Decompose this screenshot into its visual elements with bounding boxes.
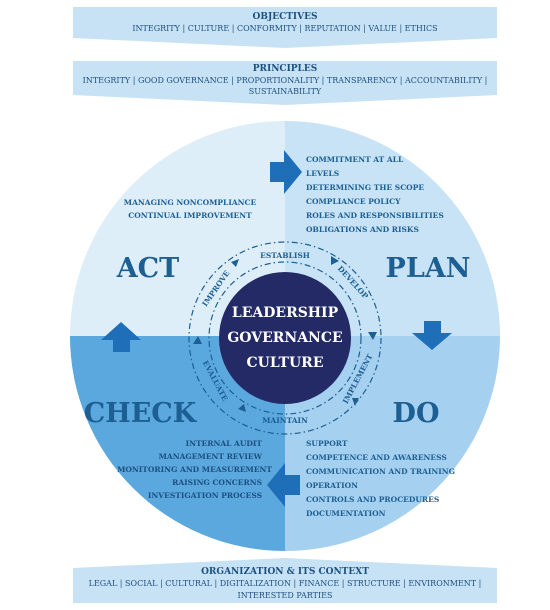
context-line2: INTERESTED PARTIES bbox=[238, 591, 333, 600]
core-line-leadership: LEADERSHIP bbox=[232, 305, 339, 321]
ring-arrow-icon bbox=[231, 259, 239, 267]
do-quadrant bbox=[285, 336, 500, 551]
act-items: MANAGING NONCOMPLIANCE CONTINUAL IMPROVE… bbox=[124, 198, 257, 220]
objectives-banner-shape bbox=[73, 7, 497, 48]
do-item: SUPPORT bbox=[306, 439, 348, 448]
pdca-circle bbox=[70, 121, 500, 551]
ring-arrow-icon bbox=[193, 336, 202, 344]
objectives-items: INTEGRITY | CULTURE | CONFORMITY | REPUT… bbox=[132, 24, 437, 33]
plan-item: DETERMINING THE SCOPE bbox=[306, 183, 424, 192]
do-item: COMPETENCE AND AWARENESS bbox=[306, 453, 447, 462]
ring-arrow-icon bbox=[352, 398, 359, 406]
objectives-title: OBJECTIVES bbox=[253, 12, 318, 22]
ring-arrow-icon bbox=[331, 256, 339, 265]
ring-label-maintain: MAINTAIN bbox=[262, 416, 308, 425]
do-item: OPERATION bbox=[306, 481, 358, 490]
arrow-down-icon bbox=[412, 321, 452, 350]
do-label: DO bbox=[393, 398, 440, 429]
inner-cycle-ring bbox=[208, 261, 362, 415]
plan-item: LEVELS bbox=[306, 169, 339, 178]
plan-item: COMPLIANCE POLICY bbox=[306, 197, 401, 206]
core-line-governance: GOVERNANCE bbox=[227, 330, 342, 346]
context-title: ORGANIZATION & ITS CONTEXT bbox=[201, 567, 369, 577]
arrow-right-icon bbox=[270, 150, 302, 194]
plan-item: COMMITMENT AT ALL bbox=[306, 155, 404, 164]
ring-arrows bbox=[193, 256, 377, 412]
ring-arrow-icon bbox=[368, 332, 377, 340]
core-circle bbox=[219, 272, 351, 404]
plan-items: COMMITMENT AT ALL LEVELS DETERMINING THE… bbox=[306, 155, 444, 234]
principles-line1: INTEGRITY | GOOD GOVERNANCE | PROPORTION… bbox=[83, 76, 488, 85]
check-label: CHECK bbox=[84, 398, 198, 429]
context-banner-shape bbox=[73, 558, 497, 603]
plan-item: ROLES AND RESPONSIBILITIES bbox=[306, 211, 444, 220]
act-quadrant bbox=[70, 121, 285, 336]
ring-arrow-icon bbox=[238, 404, 246, 412]
plan-item: OBLIGATIONS AND RISKS bbox=[306, 225, 419, 234]
check-items: INTERNAL AUDIT MANAGEMENT REVIEW MONITOR… bbox=[117, 439, 272, 500]
principles-banner: PRINCIPLES INTEGRITY | GOOD GOVERNANCE |… bbox=[73, 61, 497, 105]
context-line1: LEGAL | SOCIAL | CULTURAL | DIGITALIZATI… bbox=[89, 579, 482, 588]
do-item: CONTROLS AND PROCEDURES bbox=[306, 495, 439, 504]
core-text: LEADERSHIP GOVERNANCE CULTURE bbox=[227, 305, 342, 371]
do-items: SUPPORT COMPETENCE AND AWARENESS COMMUNI… bbox=[306, 439, 455, 518]
core-line-culture: CULTURE bbox=[247, 355, 324, 371]
check-item: MANAGEMENT REVIEW bbox=[159, 452, 263, 461]
principles-title: PRINCIPLES bbox=[253, 64, 318, 74]
act-label: ACT bbox=[116, 253, 180, 284]
check-item: INVESTIGATION PROCESS bbox=[148, 491, 262, 500]
check-item: RAISING CONCERNS bbox=[172, 478, 262, 487]
arrow-up-icon bbox=[101, 322, 141, 352]
act-item: CONTINUAL IMPROVEMENT bbox=[128, 211, 252, 220]
principles-banner-shape bbox=[73, 61, 497, 105]
plan-quadrant bbox=[285, 121, 500, 336]
check-quadrant bbox=[70, 336, 285, 551]
principles-line2: SUSTAINABILITY bbox=[249, 87, 322, 96]
do-item: COMMUNICATION AND TRAINING bbox=[306, 467, 455, 476]
check-item: INTERNAL AUDIT bbox=[186, 439, 263, 448]
arrow-left-icon bbox=[267, 463, 300, 507]
context-banner: ORGANIZATION & ITS CONTEXT LEGAL | SOCIA… bbox=[73, 558, 497, 603]
act-item: MANAGING NONCOMPLIANCE bbox=[124, 198, 257, 207]
do-item: DOCUMENTATION bbox=[306, 509, 386, 518]
objectives-banner: OBJECTIVES INTEGRITY | CULTURE | CONFORM… bbox=[73, 7, 497, 48]
plan-label: PLAN bbox=[386, 253, 471, 284]
outer-cycle-ring bbox=[188, 241, 382, 435]
check-item: MONITORING AND MEASUREMENT bbox=[117, 465, 272, 474]
ring-label-establish: ESTABLISH bbox=[260, 251, 310, 260]
